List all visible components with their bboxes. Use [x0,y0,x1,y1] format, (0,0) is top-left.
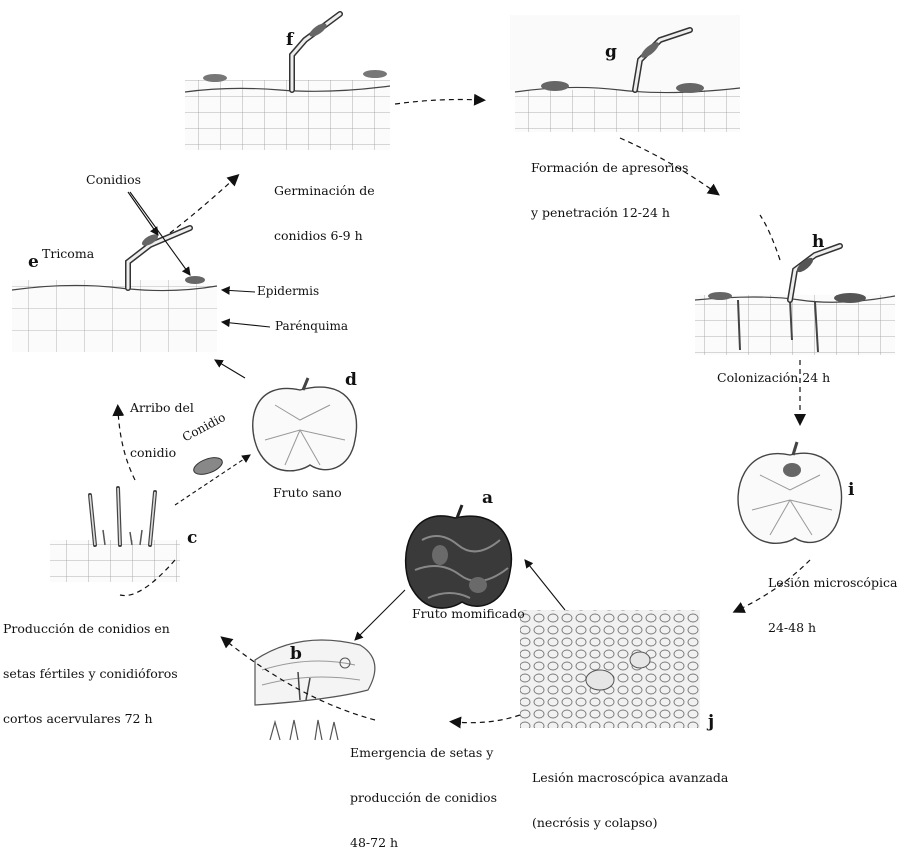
caption-g-line-1: Formación de apresorios [531,160,688,175]
stage-letter-d: d [345,370,357,390]
stage-i-illustration [738,442,842,543]
caption-i: Lesión microscópica 24-48 h [768,545,897,650]
stage-letter-f: f [286,30,293,50]
stage-letter-c: c [187,528,197,548]
stage-c-illustration [50,488,180,582]
caption-f-line-1: Germinación de [274,183,375,198]
stage-h-illustration [695,246,895,355]
caption-j-line-2: (necrósis y colapso) [532,815,728,830]
caption-b-line-1: Emergencia de setas y [350,745,497,760]
caption-h: Colonización 24 h [717,370,830,385]
label-epidermis: Epidermis [257,284,319,299]
caption-i-line-1: Lesión microscópica [768,575,897,590]
caption-i-line-2: 24-48 h [768,620,897,635]
caption-c: Producción de conidios en setas fértiles… [3,591,178,741]
stage-d-illustration [253,378,357,471]
stage-letter-h: h [812,232,824,252]
caption-e: Arribo del conidio [130,370,194,475]
caption-a: Fruto momificado [412,606,525,621]
caption-e-line-1: Arribo del [130,400,194,415]
disease-cycle-diagram: a b c d e f g h i j Fruto momificado Eme… [0,0,898,772]
caption-d: Fruto sano [273,485,342,500]
caption-j-line-1: Lesión macroscópica avanzada [532,770,728,785]
conidio-spore [192,454,225,477]
caption-b-line-3: 48-72 h [350,835,497,850]
stage-letter-b: b [290,644,302,664]
stage-letter-a: a [482,488,493,508]
stage-a-illustration [406,505,512,608]
stage-letter-e: e [28,252,39,272]
stage-letter-g: g [605,42,617,62]
stage-letter-i: i [848,480,854,500]
caption-g: Formación de apresorios y penetración 12… [531,130,688,235]
caption-f-line-2: conidios 6-9 h [274,228,375,243]
caption-j: Lesión macroscópica avanzada (necrósis y… [532,740,728,845]
label-parenquima: Parénquima [275,319,348,334]
caption-g-line-2: y penetración 12-24 h [531,205,688,220]
caption-b-line-2: producción de conidios [350,790,497,805]
caption-c-line-1: Producción de conidios en [3,621,178,636]
caption-c-line-2: setas fértiles y conidióforos [3,666,178,681]
caption-c-line-3: cortos acervulares 72 h [3,711,178,726]
stage-letter-j: j [708,712,714,732]
stage-g-illustration [510,15,740,132]
caption-f: Germinación de conidios 6-9 h [274,153,375,258]
label-tricoma: Tricoma [42,246,94,261]
stage-j-illustration [520,610,700,728]
caption-e-line-2: conidio [130,445,194,460]
caption-b: Emergencia de setas y producción de coni… [350,715,497,865]
label-conidios: Conidios [86,172,141,187]
